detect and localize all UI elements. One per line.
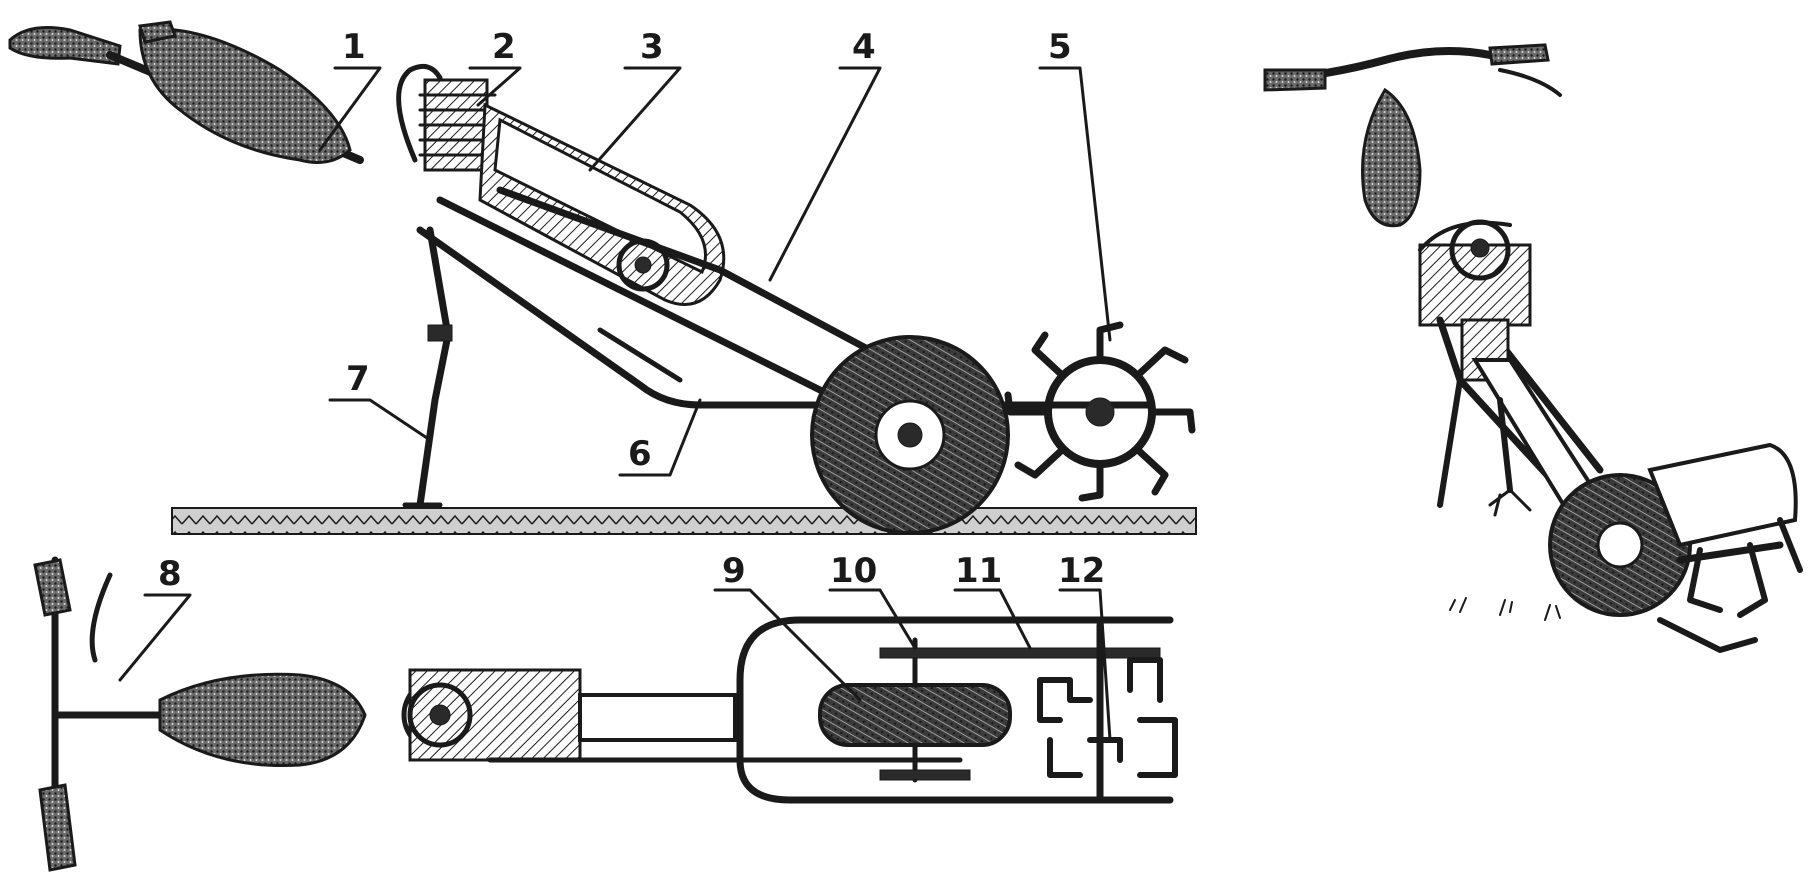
persp-grass [1449,597,1561,621]
kickstand [416,226,452,509]
callout-6: 6 [628,434,652,474]
top-frame-loop [736,616,1174,744]
side-view [8,20,1197,535]
top-boom [578,693,737,742]
lower-frame-bar [416,226,1154,409]
fuel-tank [138,27,352,164]
leader-lines-side [318,66,1112,477]
callout-8: 8 [158,554,182,594]
top-fuel-tank [158,672,367,768]
callout-9: 9 [722,551,746,591]
top-tiller [1037,621,1178,804]
persp-fuel-tank [1361,87,1422,228]
top-grip-lower [38,783,77,872]
callout-11: 11 [955,551,1002,591]
persp-engine [1418,219,1532,327]
callout-2: 2 [492,27,516,67]
top-view [33,556,1178,872]
callout-7: 7 [346,359,370,399]
frame-lower-tube [436,196,824,394]
callout-5: 5 [1048,27,1072,67]
persp-tiller-rotor [1657,517,1803,653]
callout-12: 12 [1058,551,1105,591]
persp-rotor-guard [1647,442,1798,548]
handlebar-grip [8,26,122,66]
ground-strip [171,507,1197,535]
top-axle-bar [879,647,1161,659]
perspective-view [1263,43,1803,653]
callout-10: 10 [830,551,877,591]
leader-lines-top [118,588,1112,742]
callout-1: 1 [342,27,366,67]
drive-wheel [810,335,1010,535]
tiller-rotor [1004,321,1196,502]
callout-4: 4 [852,27,876,67]
tank-cap [138,20,177,44]
persp-grip-left [1263,68,1327,92]
top-grip-upper [33,558,72,617]
top-drive-wheel [818,683,1012,747]
persp-grip-right [1488,43,1550,66]
engine-cylinder [396,63,497,172]
persp-kickstand [1437,377,1513,508]
callout-numbers: 1 2 3 4 5 6 7 8 9 10 11 12 [158,27,1105,594]
callout-3: 3 [640,27,664,67]
